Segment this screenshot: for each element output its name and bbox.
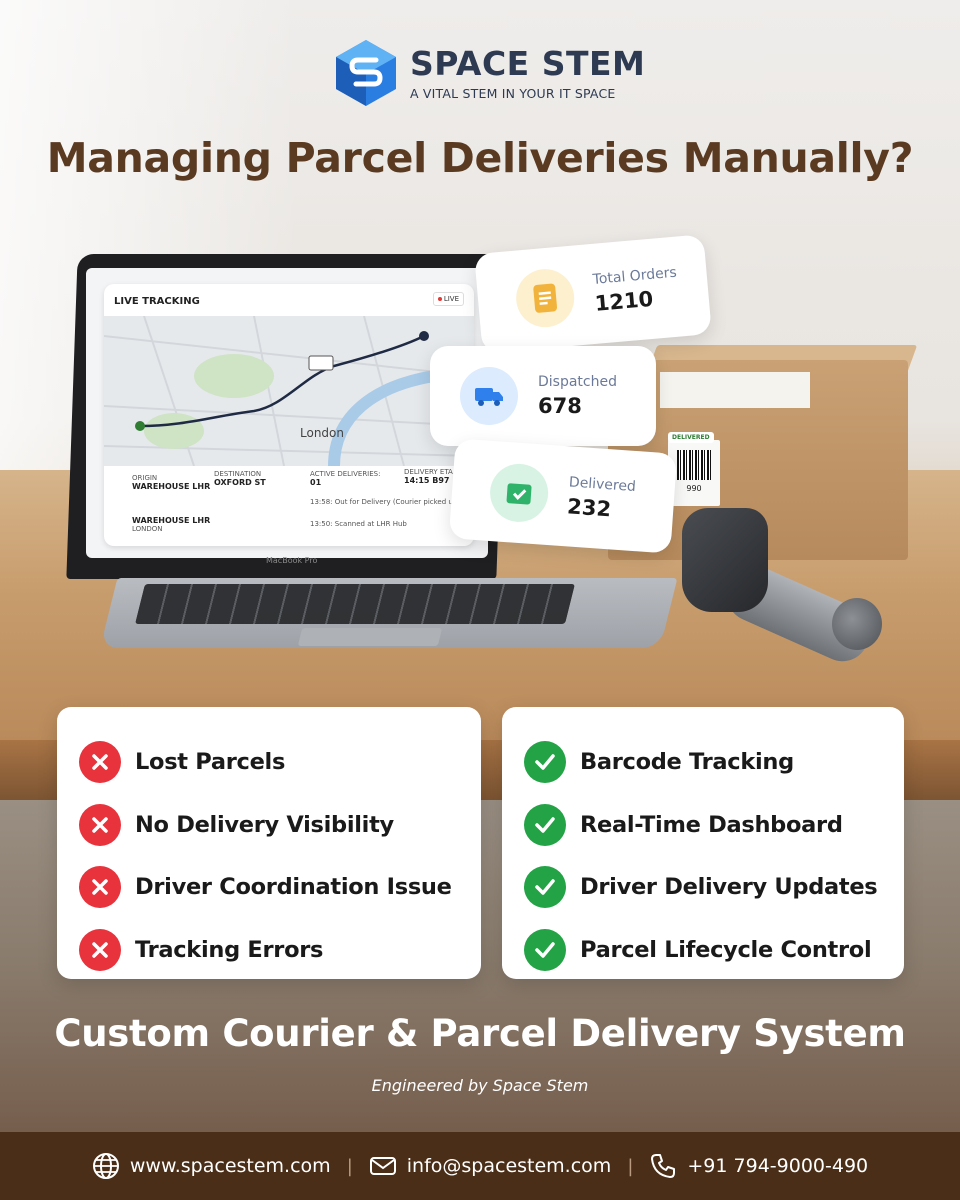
laptop-trackpad — [297, 628, 443, 646]
box-check-icon — [488, 461, 551, 524]
solution-label: Driver Delivery Updates — [580, 874, 878, 901]
engineered-by: Engineered by Space Stem — [371, 1076, 589, 1095]
product-title: Custom Courier & Parcel Delivery System — [54, 1012, 906, 1055]
delivered-sticker: DELIVERED — [668, 432, 714, 443]
website-link[interactable]: www.spacestem.com — [92, 1152, 331, 1180]
x-icon — [79, 866, 121, 909]
phone-text: +91 794-9000-490 — [687, 1155, 869, 1177]
log-entry: 13:58: Out for Delivery (Courier picked … — [310, 498, 453, 506]
stat-card-total-orders[interactable]: Total Orders 1210 — [474, 234, 712, 354]
cube-logo-icon — [336, 40, 396, 106]
x-icon — [79, 741, 121, 784]
stat-label: Dispatched — [538, 374, 617, 390]
solution-item: Real-Time Dashboard — [524, 794, 904, 857]
problem-item: Lost Parcels — [79, 731, 481, 794]
origin-pin-icon — [135, 421, 145, 431]
x-icon — [79, 928, 121, 971]
laptop-screen: LIVE TRACKING LIVE London ORIGIN — [86, 268, 488, 558]
problem-label: Tracking Errors — [135, 936, 324, 963]
barcode-number: 990 — [686, 484, 702, 493]
laptop-keyboard — [135, 584, 575, 624]
stat-value: 678 — [538, 394, 582, 418]
email-text: info@spacestem.com — [406, 1155, 612, 1177]
problem-label: No Delivery Visibility — [135, 811, 394, 838]
solution-label: Barcode Tracking — [580, 749, 794, 776]
brand-tagline: A VITAL STEM IN YOUR IT SPACE — [410, 85, 616, 101]
brand-name: SPACE STEM — [410, 43, 646, 83]
origin-block: ORIGIN WAREHOUSE LHR — [132, 474, 211, 491]
check-icon — [524, 741, 566, 784]
footer-divider: | — [346, 1155, 353, 1177]
check-icon — [524, 803, 566, 846]
brand-logo[interactable]: SPACE STEM A VITAL STEM IN YOUR IT SPACE — [334, 38, 645, 108]
parcel-barcode: 990 — [668, 440, 720, 506]
van-icon — [308, 355, 334, 371]
laptop-model-label: MacBook Pro — [266, 556, 318, 565]
stat-label: Total Orders — [592, 264, 678, 288]
check-icon — [524, 866, 566, 909]
mail-icon — [369, 1157, 396, 1175]
solutions-panel: Barcode Tracking Real-Time Dashboard Dri… — [502, 707, 904, 979]
live-tracking-panel[interactable]: LIVE TRACKING LIVE London ORIGIN — [104, 284, 474, 546]
solution-item: Barcode Tracking — [524, 731, 904, 794]
stat-value: 232 — [566, 494, 612, 522]
parcel-label — [660, 372, 810, 408]
active-deliveries: ACTIVE DELIVERIES: 01 — [310, 470, 381, 487]
check-icon — [524, 928, 566, 971]
email-link[interactable]: info@spacestem.com — [369, 1152, 612, 1180]
phone-link[interactable]: +91 794-9000-490 — [649, 1152, 868, 1180]
stop-block: WAREHOUSE LHR LONDON — [132, 516, 211, 533]
destination-pin-icon — [419, 331, 429, 341]
log-entry: 13:50: Scanned at LHR Hub — [310, 520, 407, 528]
solution-label: Parcel Lifecycle Control — [580, 936, 872, 963]
solution-item: Driver Delivery Updates — [524, 856, 904, 919]
problem-item: Tracking Errors — [79, 919, 481, 982]
scanner-cap — [832, 598, 882, 650]
map-city-label: London — [300, 426, 344, 440]
live-dot-icon — [437, 297, 442, 301]
problem-item: No Delivery Visibility — [79, 794, 481, 857]
problem-label: Lost Parcels — [135, 749, 286, 776]
x-icon — [79, 803, 121, 846]
problems-panel: Lost Parcels No Delivery Visibility Driv… — [57, 707, 481, 979]
solution-label: Real-Time Dashboard — [580, 811, 843, 838]
stat-value: 1210 — [593, 286, 655, 316]
live-badge: LIVE — [432, 292, 464, 306]
globe-icon — [92, 1153, 119, 1179]
footer-divider: | — [627, 1155, 634, 1177]
document-icon — [513, 266, 577, 330]
truck-icon — [460, 367, 518, 425]
stat-card-dispatched[interactable]: Dispatched 678 — [430, 346, 656, 446]
stat-card-delivered[interactable]: Delivered 232 — [448, 438, 678, 554]
barcode-scanner — [682, 508, 768, 612]
website-text: www.spacestem.com — [129, 1155, 331, 1177]
stat-label: Delivered — [568, 474, 637, 496]
problem-label: Driver Coordination Issue — [135, 874, 452, 901]
destination-block: DESTINATION OXFORD ST — [214, 470, 266, 487]
delivery-eta: DELIVERY ETA: 14:15 B97 — [404, 468, 456, 485]
map-view[interactable]: London — [104, 315, 474, 467]
page-headline: Managing Parcel Deliveries Manually? — [46, 134, 914, 182]
route-map — [104, 315, 474, 467]
problem-item: Driver Coordination Issue — [79, 856, 481, 919]
contact-footer: www.spacestem.com | info@spacestem.com |… — [0, 1132, 960, 1200]
barcode-bars — [677, 450, 711, 480]
phone-icon — [651, 1154, 676, 1178]
live-tracking-title: LIVE TRACKING — [114, 296, 200, 307]
solution-item: Parcel Lifecycle Control — [524, 919, 904, 982]
